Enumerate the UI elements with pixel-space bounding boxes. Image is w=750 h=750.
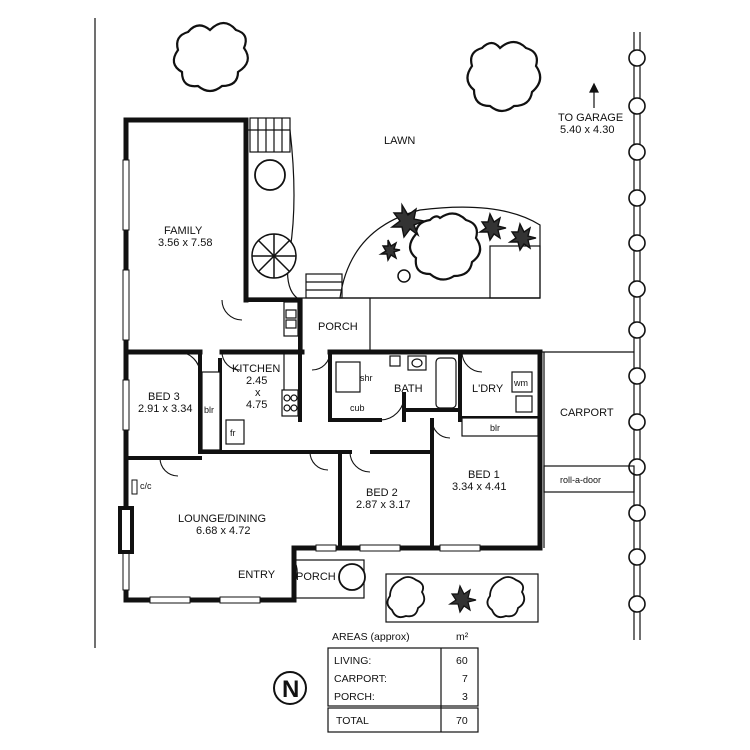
curved-garden-bed: [339, 206, 541, 299]
kitchen-dims-x: x: [255, 387, 261, 399]
laundry-fittings: [511, 371, 533, 413]
rear-porch-label: PORCH: [318, 321, 358, 333]
lounge-dims: 6.68 x 4.72: [196, 525, 250, 537]
palm-icon: [251, 233, 297, 279]
kitchen-label: KITCHEN: [232, 363, 280, 375]
garage-dims-label: 5.40 x 4.30: [560, 124, 614, 136]
steps-rear: [305, 273, 343, 299]
to-garage-label: TO GARAGE: [558, 112, 623, 124]
front-porch-label: PORCH: [296, 571, 336, 583]
fridge-label: fr: [230, 428, 236, 438]
tree-icon: [386, 576, 526, 619]
laundry-label: L'DRY: [472, 383, 504, 395]
arrow-up-icon: [589, 82, 599, 108]
areas-row-value: 7: [462, 673, 468, 685]
paved-area: [489, 245, 541, 299]
kitchen-fittings: [225, 301, 299, 445]
bed2-dims: 2.87 x 3.17: [356, 499, 410, 511]
shrub-icon: [254, 159, 286, 191]
plant-icon: [448, 584, 477, 614]
bed1-dims: 3.34 x 4.41: [452, 481, 506, 493]
washing-machine-label: wm: [513, 378, 528, 388]
tree-icon: [466, 40, 542, 113]
fireplace-nib: [118, 506, 134, 554]
areas-row-value: 3: [462, 691, 468, 703]
entry-label: ENTRY: [238, 569, 276, 581]
windows: [122, 159, 481, 604]
door-swings: [159, 299, 483, 585]
porch-shrub-icon: [338, 563, 366, 591]
kitchen-dims-a: 2.45: [246, 375, 267, 387]
areas-row-label: PORCH:: [334, 691, 375, 703]
front-garden-bed: [385, 573, 539, 623]
interior-walls: [124, 298, 542, 550]
bed1-label: BED 1: [468, 469, 500, 481]
bed1-robe: [461, 417, 539, 437]
cupboard-label: cub: [350, 403, 365, 413]
compass-n-letter: N: [282, 676, 299, 703]
bed2-label: BED 2: [366, 487, 398, 499]
carport-label: CARPORT: [560, 407, 614, 419]
cc-label: c/c: [140, 481, 152, 491]
lawn-label: LAWN: [384, 135, 415, 147]
bed3-robe: [201, 371, 221, 451]
carport-outline: [540, 351, 635, 548]
exterior-walls: [123, 117, 543, 603]
areas-title: AREAS (approx): [332, 631, 410, 643]
bathroom-fittings: [335, 355, 457, 409]
tree-icon: [408, 212, 482, 281]
roll-a-door-label: roll-a-door: [560, 475, 601, 485]
plant-icon: [378, 202, 537, 262]
shower-label: shr: [360, 373, 373, 383]
areas-total-label: TOTAL: [336, 715, 369, 727]
hedge-shrubs: [628, 49, 646, 613]
areas-row-label: LIVING:: [334, 655, 371, 667]
areas-table: AREAS (approx) m² LIVING: 60 CARPORT: 7 …: [327, 631, 479, 733]
bed3-blr-label: blr: [204, 405, 214, 415]
north-compass: N: [273, 671, 307, 705]
bed3-dims: 2.91 x 3.34: [138, 403, 192, 415]
bed1-blr-label: blr: [490, 423, 500, 433]
bed3-label: BED 3: [148, 391, 180, 403]
areas-row-value: 60: [456, 655, 468, 667]
steps: [249, 117, 291, 153]
family-label: FAMILY: [164, 225, 203, 237]
cc-box: [131, 479, 138, 495]
areas-row-label: CARPORT:: [334, 673, 387, 685]
bath-label: BATH: [394, 383, 423, 395]
areas-unit: m²: [456, 631, 469, 643]
areas-total-value: 70: [456, 715, 468, 727]
family-dims: 3.56 x 7.58: [158, 237, 212, 249]
kitchen-dims-b: 4.75: [246, 399, 267, 411]
small-shrub-icon: [397, 269, 411, 283]
lounge-label: LOUNGE/DINING: [178, 513, 266, 525]
tree-icon: [172, 21, 249, 93]
